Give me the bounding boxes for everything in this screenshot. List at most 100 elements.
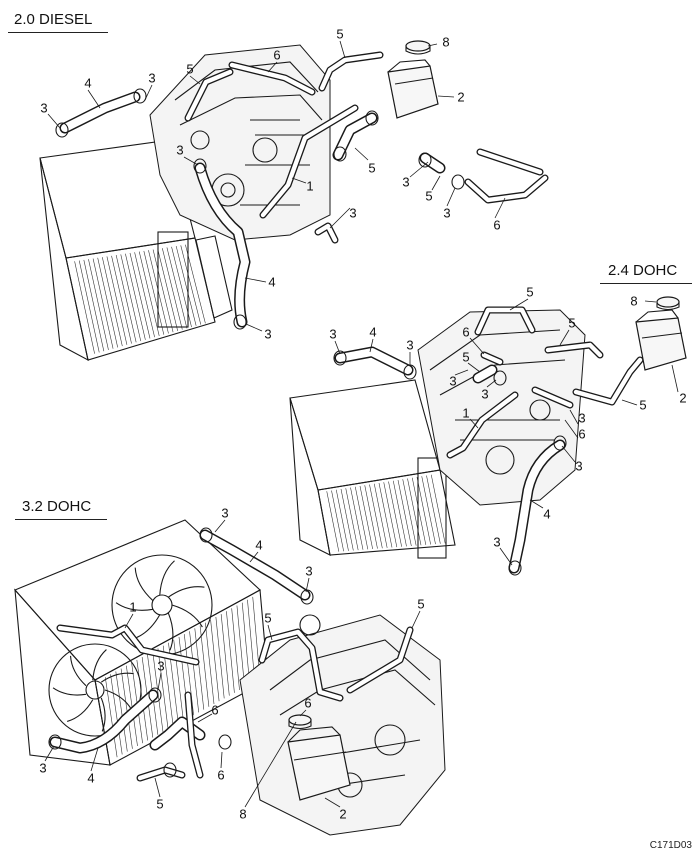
section-title-diesel: 2.0 DIESEL: [14, 11, 93, 28]
radiator-fin: [74, 261, 95, 354]
leader-line: [144, 84, 153, 101]
radiator-fin: [180, 245, 202, 325]
hose-clamp: [418, 152, 432, 168]
leader-line: [644, 300, 657, 303]
leader-line: [154, 777, 161, 798]
diesel-cap: [405, 40, 431, 55]
radiator-fin: [231, 608, 240, 691]
fan-blade: [100, 697, 106, 732]
hose-clamp: [148, 687, 162, 703]
radiator-fin: [97, 257, 118, 348]
section-title-diesel-rule: [8, 32, 108, 33]
leader-line: [529, 499, 544, 509]
leader-line: [427, 43, 438, 47]
radiator-fin: [157, 248, 178, 331]
callout: 8: [442, 34, 450, 50]
radiator-fin: [345, 488, 359, 551]
radiator-fin: [78, 260, 100, 353]
callout: 3: [264, 326, 272, 342]
leader-line: [189, 75, 201, 85]
callout: 3: [493, 534, 501, 550]
leader-line: [329, 207, 351, 229]
radiator-fin: [120, 254, 142, 342]
leader-line: [621, 399, 638, 406]
callout: 3: [329, 326, 337, 342]
leader-line: [334, 340, 341, 355]
hose-clamp: [48, 734, 62, 750]
radiator-fin: [359, 485, 373, 550]
radiator-fin: [220, 614, 230, 696]
callout: 4: [255, 537, 263, 553]
radiator-fin: [175, 246, 197, 326]
callout: 4: [369, 324, 377, 340]
callout: 6: [462, 324, 470, 340]
callout: 3: [578, 410, 586, 426]
leader-line: [267, 61, 278, 73]
diesel-radiator: [39, 139, 233, 362]
radiator-fin: [326, 491, 340, 552]
dohc32-radiator: [14, 519, 269, 766]
callout: 3: [575, 458, 583, 474]
callout: 3: [402, 174, 410, 190]
leader-line: [494, 197, 506, 219]
callout: 6: [217, 767, 225, 783]
leader-line: [267, 624, 273, 641]
radiator-fin: [102, 257, 123, 347]
hose-clamp: [133, 88, 147, 104]
fan-blade: [69, 655, 87, 687]
callout: 5: [156, 796, 164, 812]
leader-line: [291, 177, 307, 184]
fan-blade: [100, 672, 134, 683]
callout: 5: [462, 349, 470, 365]
hose-clamp: [233, 314, 247, 330]
radiator-fin: [120, 668, 133, 749]
radiator-fin: [392, 480, 407, 547]
leader-line: [124, 613, 134, 629]
leader-line: [339, 40, 346, 59]
radiator-fin: [125, 253, 146, 340]
hose-clamp: [493, 370, 507, 386]
callout: 3: [443, 205, 451, 221]
callout: 1: [462, 405, 470, 421]
fan-blade: [52, 687, 87, 696]
leader-line: [214, 519, 226, 533]
callout: 3: [157, 658, 165, 674]
radiator-fin: [189, 631, 199, 713]
fan-blade: [171, 604, 203, 628]
radiator-fin: [247, 599, 256, 682]
radiator-fin: [364, 485, 378, 549]
hose-clamp: [163, 762, 177, 778]
radiator-fin: [115, 255, 137, 343]
radiator-fin: [143, 250, 165, 335]
callout: 3: [221, 505, 229, 521]
callout: 2: [339, 806, 347, 822]
leader-line: [469, 337, 485, 355]
dohc32-engine: [239, 614, 446, 836]
radiator-fin: [111, 255, 132, 344]
leader-line: [454, 369, 469, 376]
section-title-dohc24: 2.4 DOHC: [608, 262, 678, 279]
radiator-fin: [426, 475, 441, 544]
radiator-fin: [138, 251, 160, 337]
hose-clamp: [218, 734, 232, 750]
radiator-fin: [210, 619, 220, 702]
hose-clamp: [333, 146, 347, 162]
leader-line: [47, 113, 61, 129]
hose-clamp: [508, 560, 522, 576]
hose-clamp: [333, 350, 347, 366]
fan-blade: [167, 612, 174, 651]
leader-line: [509, 298, 529, 311]
callout: 3: [449, 373, 457, 389]
radiator-fin: [134, 252, 155, 338]
radiator-fin: [162, 248, 183, 330]
callout: 6: [211, 702, 219, 718]
radiator-fin: [166, 247, 188, 329]
radiator-fin: [340, 488, 354, 551]
leader-line: [324, 797, 341, 808]
radiator-fin: [369, 484, 383, 549]
leader-line: [559, 329, 570, 346]
callout: 3: [39, 760, 47, 776]
callout: 1: [129, 599, 137, 615]
radiator-fin: [215, 616, 225, 699]
